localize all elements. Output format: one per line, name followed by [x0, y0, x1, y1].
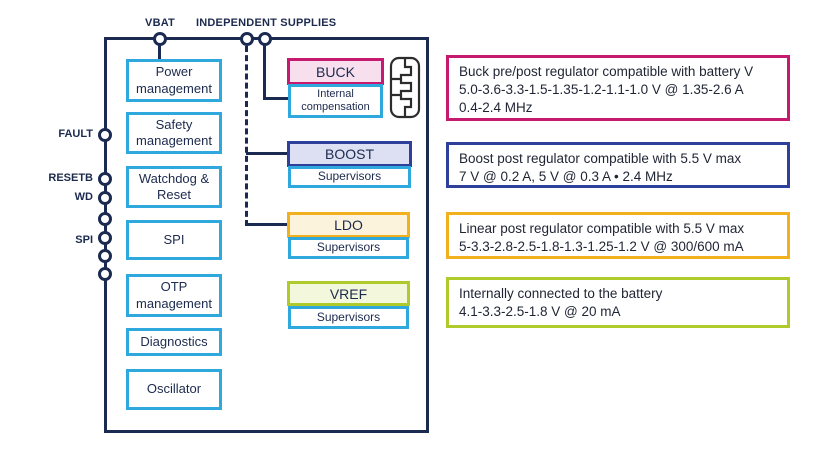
spi-pin-label: SPI: [75, 234, 93, 246]
ldo-block-header: LDO: [287, 212, 410, 238]
independent-supplies-dashed-wire: [245, 46, 248, 226]
spi-node-2: [98, 231, 112, 245]
wd-pin-label: WD: [74, 191, 93, 203]
block-power-management: Power management: [126, 59, 222, 102]
supply-node-1: [240, 32, 254, 46]
boost-supervisors: Supervisors: [288, 166, 411, 188]
block-otp-management: OTP management: [126, 274, 222, 317]
buck-info-box: Buck pre/post regulator compatible with …: [446, 55, 790, 121]
vref-block-header: VREF: [287, 281, 410, 306]
fault-pin-label: FAULT: [58, 128, 93, 140]
independent-supplies-label: INDEPENDENT SUPPLIES: [196, 17, 337, 29]
supply2-wire-horizontal: [263, 97, 290, 100]
wd-node: [98, 191, 112, 205]
resetb-node: [98, 172, 112, 186]
power-stage-mosfet-icon: [389, 56, 421, 119]
buck-internal-compensation: Internal compensation: [288, 84, 383, 118]
boost-info-box: Boost post regulator compatible with 5.5…: [446, 142, 790, 188]
ldo-info-box: Linear post regulator compatible with 5.…: [446, 212, 790, 259]
spi-node-1: [98, 212, 112, 226]
block-safety-management: Safety management: [126, 112, 222, 154]
ldo-supervisors: Supervisors: [288, 237, 409, 259]
vref-supervisors: Supervisors: [288, 306, 409, 329]
block-watchdog-reset: Watchdog & Reset: [126, 166, 222, 208]
spi-node-3: [98, 249, 112, 263]
vbat-node: [153, 32, 167, 46]
vref-info-box: Internally connected to the battery 4.1-…: [446, 277, 790, 328]
boost-block-header: BOOST: [287, 141, 412, 167]
spi-node-4: [98, 267, 112, 281]
buck-block-header: BUCK: [287, 58, 384, 85]
boost-branch-wire: [246, 152, 290, 155]
supply2-wire-vertical: [263, 44, 266, 100]
vbat-pin-label: VBAT: [145, 17, 175, 29]
block-oscillator: Oscillator: [126, 369, 222, 410]
resetb-pin-label: RESETB: [48, 172, 93, 184]
vbat-wire: [158, 44, 161, 61]
ldo-branch-wire: [246, 223, 290, 226]
supply-node-2: [258, 32, 272, 46]
block-spi: SPI: [126, 220, 222, 260]
block-diagnostics: Diagnostics: [126, 328, 222, 356]
fault-node: [98, 128, 112, 142]
